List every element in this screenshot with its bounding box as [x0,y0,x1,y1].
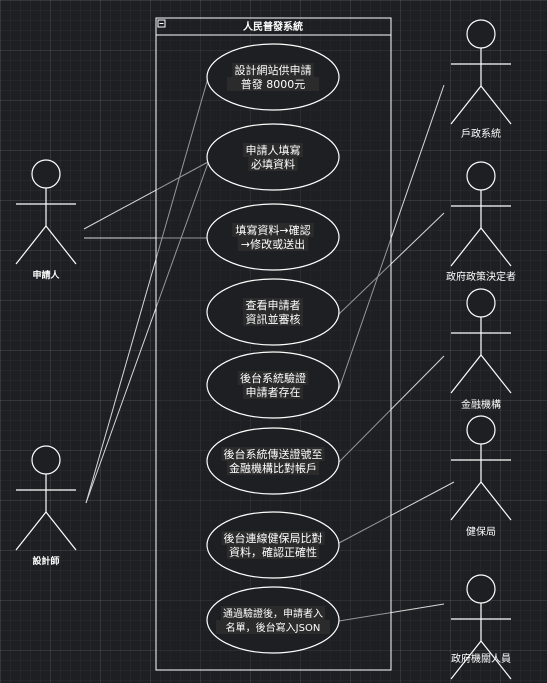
use-case-label-bg [248,157,298,171]
actor-name: 申請人 [32,269,60,281]
actor-staff[interactable]: 政府機關人員 [450,574,512,680]
use-case-label-bg [221,531,325,545]
use-case-label-bg [243,385,303,399]
use-case-label: 後台系統驗證 [240,371,306,385]
actor-leg-left [450,354,482,394]
use-case-label-bg [243,298,303,312]
actor-leg-left [450,85,482,125]
use-case-label: 通過驗證後，申請者入 [223,607,323,620]
actor-nhi[interactable]: 健保局 [450,415,512,538]
use-case-label: 填寫資料→確認 [235,223,310,237]
use-case-label: 申請人填寫 [246,143,301,157]
system-title: 人民普發系統 [243,20,303,33]
use-case-label-bg [243,312,303,326]
actor-head [466,19,496,49]
use-case-label: 申請者存在 [246,385,301,399]
actor-leg-right [480,640,512,680]
use-case-label: 普發 8000元 [241,77,306,91]
actor-leg-right [45,225,77,265]
use-case-label: 資料，確認正確性 [229,545,317,559]
use-case-label: 必填資料 [251,157,295,171]
actor-head [466,415,496,445]
use-case-label-bg [226,77,320,91]
actor-name: 政府政策決定者 [446,270,516,283]
use-case-label-bg [237,371,309,385]
association-nhi-uc7[interactable] [338,481,455,544]
actor-head [466,574,496,604]
use-case-label: 名單，後台寫入JSON [226,621,321,634]
actor-policy[interactable]: 政府政策決定者 [446,161,516,283]
association-designer-uc2[interactable] [85,162,209,504]
actor-designer[interactable]: 設計師 [15,445,77,567]
association-designer-uc1[interactable] [85,77,209,504]
actor-leg-left [15,225,47,265]
actor-bank[interactable]: 金融機構 [450,288,512,411]
actor-applicant[interactable]: 申請人 [15,159,77,281]
actor-leg-right [45,511,77,551]
use-case-label: 後台連線健保局比對 [224,531,323,545]
actor-leg-left [450,481,482,521]
use-case-label: →修改或送出 [241,237,305,251]
use-case-label-bg [221,447,325,461]
use-case-label-bg [221,606,325,620]
use-case-label: 設計網站供申請 [235,63,312,77]
use-case-label: 後台系統傳送證號至 [224,447,323,461]
actor-leg-right [480,227,512,267]
use-case-label: 資訊並審核 [246,312,301,326]
actor-name: 金融機構 [461,398,501,411]
actor-leg-right [480,481,512,521]
use-case-label-bg [226,461,320,475]
minus-icon[interactable] [157,19,166,28]
actor-head [466,288,496,318]
actor-name: 設計師 [32,555,59,567]
actor-leg-right [480,85,512,125]
actor-household[interactable]: 戶政系統 [450,19,512,140]
actor-name: 政府機關人員 [451,652,511,665]
actor-head [466,161,496,191]
actor-name: 健保局 [466,525,496,538]
use-case-label: 金融機構比對帳戶 [229,461,317,475]
actor-name: 戶政系統 [461,127,501,140]
actor-leg-left [15,511,47,551]
use-case-label: 查看申請者 [246,298,301,312]
actor-head [31,445,61,475]
use-case-label-bg [232,63,314,77]
actor-leg-right [480,354,512,394]
use-case-label-bg [216,620,330,634]
actor-leg-left [450,640,482,680]
association-applicant-uc2[interactable] [83,161,209,230]
use-case-label-bg [243,143,303,157]
actor-leg-left [450,227,482,267]
actor-head [31,159,61,189]
use-case-label-bg [226,545,320,559]
use-case-label-bg [232,223,314,237]
use-case-label-bg [237,237,309,251]
use-case-uc3[interactable]: 填寫資料→確認→修改或送出 [206,203,340,271]
